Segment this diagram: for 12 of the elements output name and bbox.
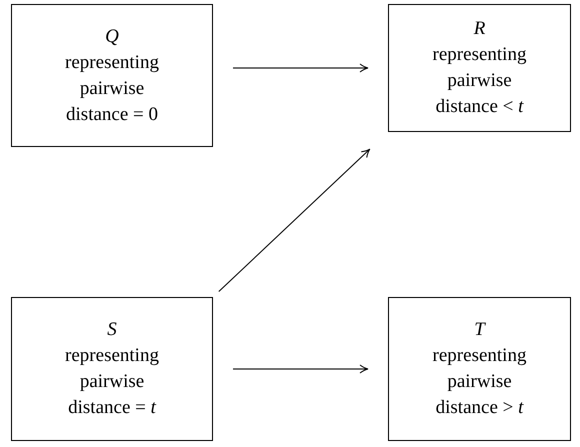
box-text: representing pairwise distance = 0 xyxy=(64,50,160,126)
box-text: representing pairwise distance > t xyxy=(432,344,528,420)
process-box xyxy=(11,4,213,147)
box-text: representing pairwise distance = t xyxy=(64,344,160,420)
box-text: representing pairwise distance < t xyxy=(432,43,528,119)
process-box xyxy=(388,4,571,132)
variable-label: Q xyxy=(105,24,119,48)
variable-label: T xyxy=(474,318,485,342)
variable-label: R xyxy=(474,17,486,41)
process-box xyxy=(388,297,571,441)
variable-label: S xyxy=(107,318,117,342)
process-box xyxy=(11,297,213,441)
